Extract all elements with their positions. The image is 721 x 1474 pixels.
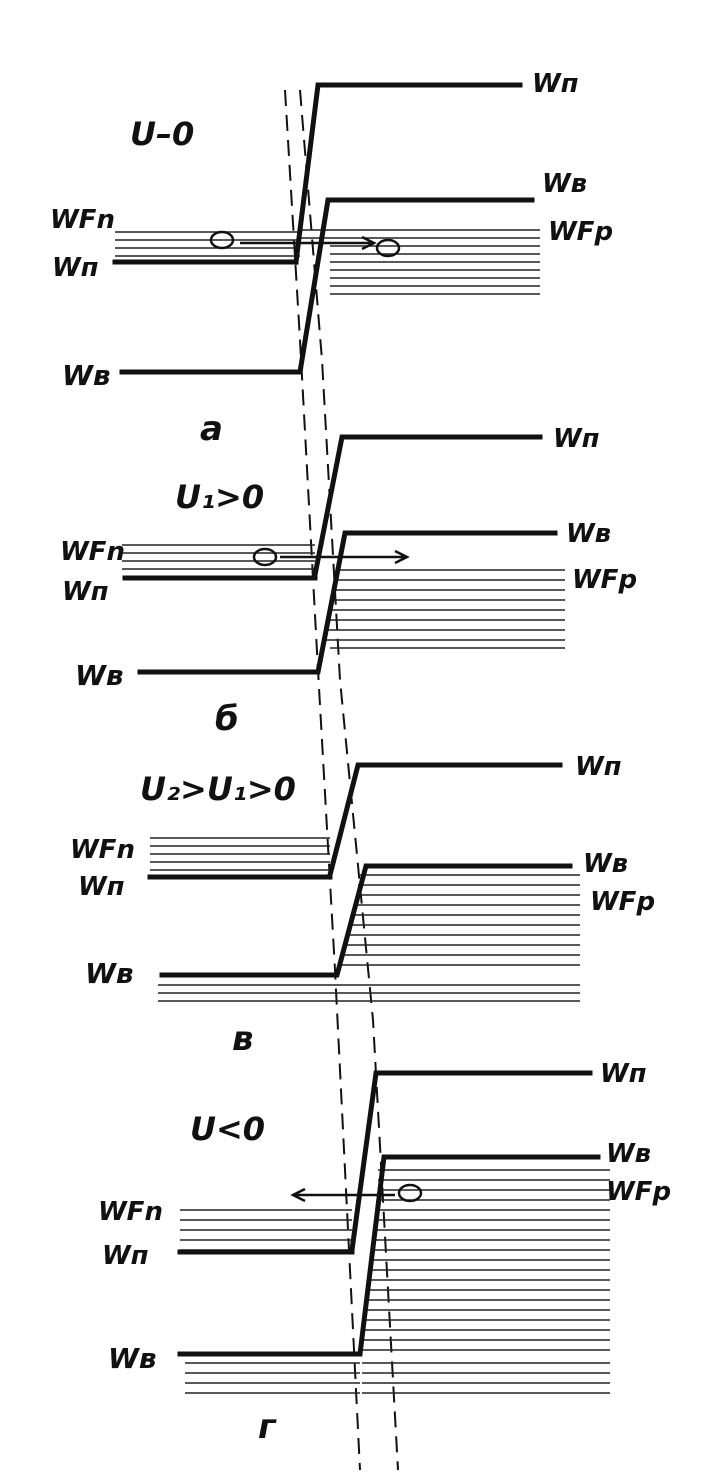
caption-d: г bbox=[258, 1407, 277, 1447]
label-right-fermi-d: WFp bbox=[606, 1177, 671, 1207]
label-right-top-c: Wп bbox=[575, 752, 622, 782]
label-left-mid-d: Wп bbox=[102, 1241, 149, 1271]
arrow-icon bbox=[290, 1187, 395, 1203]
conduction-band-a bbox=[293, 82, 523, 265]
conduction-band-d bbox=[349, 1070, 593, 1253]
conduction-band-c bbox=[326, 762, 563, 879]
caption-a: а bbox=[200, 409, 223, 449]
label-left-bottom-c: Wв bbox=[85, 957, 134, 990]
label-left-bottom-b: Wв bbox=[75, 659, 124, 692]
label-right-fermi-a: WFp bbox=[548, 217, 613, 247]
hatch-left-bottom-c bbox=[158, 984, 340, 1002]
hatch-right-c bbox=[340, 874, 580, 1002]
valence-band-a bbox=[119, 197, 535, 375]
hatch-left-d bbox=[180, 1209, 352, 1251]
electron-icon bbox=[209, 230, 235, 250]
voltage-label-d: U<0 bbox=[190, 1110, 265, 1148]
electron-icon bbox=[375, 238, 401, 258]
hatch-right-b bbox=[323, 569, 565, 649]
hatch-left-b bbox=[122, 544, 315, 570]
caption-c: в bbox=[232, 1019, 254, 1059]
label-right-top-a: Wп bbox=[532, 69, 579, 99]
valence-band-c bbox=[159, 863, 573, 978]
voltage-label-a: U–0 bbox=[130, 115, 194, 153]
panel-a: U–0 Wп Wв WFp WFn Wп Wв а bbox=[50, 69, 613, 449]
label-right-mid-a: Wв bbox=[542, 169, 587, 199]
label-right-fermi-b: WFp bbox=[572, 565, 637, 595]
dashed-guides bbox=[284, 89, 399, 1471]
label-left-fermi-b: WFn bbox=[60, 537, 125, 567]
label-right-top-b: Wп bbox=[553, 424, 600, 454]
label-left-mid-b: Wп bbox=[62, 577, 109, 607]
label-left-mid-a: Wп bbox=[52, 253, 99, 283]
hatch-left-a bbox=[115, 231, 300, 257]
conduction-band-b bbox=[312, 434, 543, 578]
electron-icon bbox=[252, 547, 278, 567]
hatch-right-d bbox=[362, 1169, 610, 1394]
panel-c: U₂>U₁>0 Wп Wв WFp WFn Wп Wв в bbox=[70, 752, 655, 1059]
label-left-bottom-a: Wв bbox=[62, 359, 111, 392]
panel-b: U₁>0 Wп Wв WFp WFn Wп Wв б bbox=[60, 424, 637, 739]
voltage-label-c: U₂>U₁>0 bbox=[140, 770, 296, 808]
hatch-left-c bbox=[150, 837, 330, 871]
caption-b: б bbox=[215, 699, 239, 739]
label-right-mid-b: Wв bbox=[566, 519, 611, 549]
valence-band-d bbox=[177, 1154, 601, 1357]
electron-icon bbox=[397, 1183, 423, 1203]
label-left-fermi-d: WFn bbox=[98, 1197, 163, 1227]
label-right-fermi-c: WFp bbox=[590, 887, 655, 917]
hatch-right-a bbox=[300, 229, 540, 295]
arrow-icon bbox=[240, 235, 377, 251]
label-left-bottom-d: Wв bbox=[108, 1342, 157, 1375]
voltage-label-b: U₁>0 bbox=[175, 478, 264, 516]
label-right-mid-d: Wв bbox=[606, 1139, 651, 1169]
label-right-top-d: Wп bbox=[600, 1059, 647, 1089]
arrow-icon bbox=[280, 549, 410, 565]
label-left-fermi-c: WFn bbox=[70, 835, 135, 865]
label-left-mid-c: Wп bbox=[78, 872, 125, 902]
valence-band-b bbox=[137, 530, 558, 675]
hatch-left-bottom-d bbox=[185, 1362, 360, 1394]
label-right-mid-c: Wв bbox=[583, 849, 628, 879]
label-left-fermi-a: WFn bbox=[50, 205, 115, 235]
panel-d: U<0 Wп Wв WFp WFn Wп Wв г bbox=[98, 1059, 671, 1447]
